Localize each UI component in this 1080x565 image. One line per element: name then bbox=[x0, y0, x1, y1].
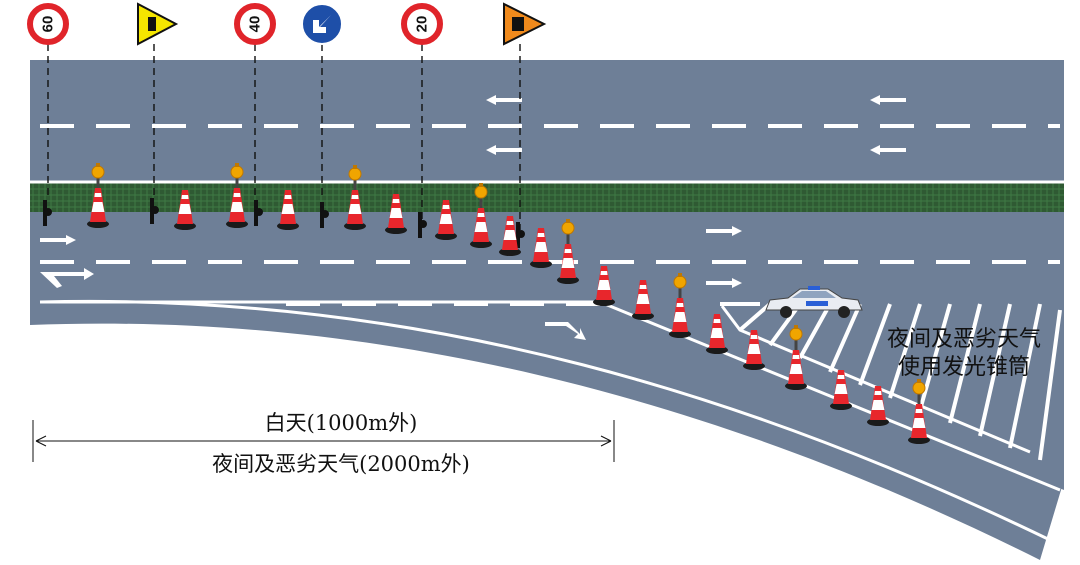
police-car-icon bbox=[765, 286, 863, 318]
speed-limit-value: 60 bbox=[40, 16, 57, 33]
road-ramp bbox=[30, 300, 1064, 560]
distance-night-label: 夜间及恶劣天气(2000m外) bbox=[212, 452, 470, 476]
dimension-arrowhead-right bbox=[600, 435, 612, 447]
night-cones-label-line1: 夜间及恶劣天气 bbox=[887, 327, 1041, 352]
speed-limit-sign-icon: 20 bbox=[401, 3, 443, 45]
speed-limit-sign-icon: 60 bbox=[27, 3, 69, 45]
warning-sign-icon bbox=[137, 2, 179, 46]
lane-arrow-icon bbox=[545, 322, 586, 340]
warning-sign-icon bbox=[503, 2, 547, 46]
dimension-arrowhead-left bbox=[35, 435, 47, 447]
keep-left-sign-icon bbox=[301, 3, 343, 45]
sign-post-lines bbox=[47, 44, 521, 230]
speed-limit-value: 20 bbox=[414, 16, 431, 33]
lane-arrow-icon bbox=[40, 268, 94, 288]
gore-area-hatching bbox=[720, 302, 1062, 461]
road-opposite-lanes bbox=[30, 60, 1064, 182]
distance-day-label: 白天(1000m外) bbox=[265, 411, 418, 435]
speed-limit-sign-icon: 40 bbox=[234, 3, 276, 45]
median-hedge bbox=[30, 182, 1064, 212]
ramp-edge-line bbox=[39, 299, 1051, 542]
gore-chevron bbox=[720, 305, 1031, 454]
night-cones-label-line2: 使用发光锥筒 bbox=[898, 355, 1030, 380]
speed-limit-value: 40 bbox=[247, 16, 264, 33]
